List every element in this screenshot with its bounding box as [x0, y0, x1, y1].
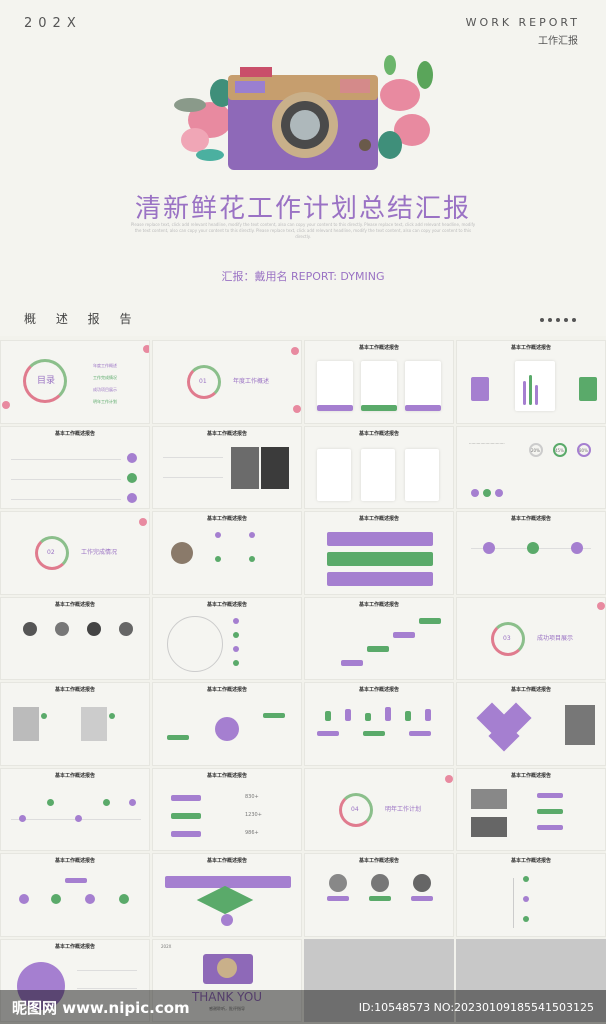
- pagination-dots: [540, 318, 576, 322]
- number-stat: 830+: [245, 793, 259, 800]
- slide-title: 基本工作概述报告: [206, 858, 247, 864]
- slide-thumbnail-grid: 目录 年度工作概述 工作完成情况 成功项目展示 明年工作计划 01 年度工作概述…: [0, 340, 606, 1022]
- slide-title: 基本工作概述报告: [206, 601, 247, 608]
- slide-four-points[interactable]: 基本工作概述报告: [0, 853, 150, 937]
- empty-slot: [456, 938, 606, 1022]
- slide-title: 基本工作概述报告: [510, 772, 551, 779]
- thanks-title: THANK YOU: [191, 989, 263, 1004]
- empty-slot: [304, 938, 454, 1022]
- slide-bar-chart[interactable]: 基本工作概述报告: [456, 340, 606, 424]
- slide-title: 基本工作概述报告: [54, 943, 95, 950]
- slide-title: 基本工作概述报告: [358, 430, 399, 437]
- watermark-id: ID:10548573 NO:20230109185541503125: [358, 1000, 594, 1014]
- slide-title: 基本工作概述报告: [510, 345, 551, 351]
- slide-title: 基本工作概述报告: [358, 345, 399, 351]
- slide-center-circle[interactable]: 基本工作概述报告: [152, 682, 302, 766]
- number-stat: 1230+: [245, 811, 262, 818]
- watermark-bar: 昵图网 www.nipic.com ID:10548573 NO:2023010…: [0, 990, 606, 1024]
- slide-profile[interactable]: 基本工作概述报告: [0, 938, 150, 1022]
- work-report-cn-label: 工作汇报: [538, 36, 578, 47]
- slide-overview-cards[interactable]: 基本工作概述报告: [304, 340, 454, 424]
- section-number: 02: [47, 549, 55, 556]
- percent-value: 20%: [531, 447, 540, 453]
- cover-subtitle: Please replace text, click add relevant …: [130, 222, 476, 239]
- slide-diamond-banner[interactable]: 基本工作概述报告: [152, 853, 302, 937]
- percent-value: 80%: [579, 447, 588, 453]
- slide-section-01[interactable]: 01 年度工作概述: [152, 340, 302, 424]
- slide-title: 基本工作概述报告: [510, 516, 551, 522]
- slide-dot-timeline[interactable]: 基本工作概述报告: [0, 767, 150, 851]
- cover-title: 清新鲜花工作计划总结汇报: [134, 194, 471, 224]
- cover-slide: 202X WORK REPORT 工作汇报 清新鲜花工作计划总结汇报 Pleas…: [0, 0, 606, 336]
- slide-percent-circles[interactable]: ···························· 20% 45% 80%: [456, 425, 606, 509]
- slide-mini-bars[interactable]: 基本工作概述报告: [304, 682, 454, 766]
- slide-title: 基本工作概述报告: [206, 430, 247, 437]
- slide-title: 基本工作概述报告: [206, 772, 247, 779]
- section-number: 01: [199, 378, 207, 385]
- section-label: 工作完成情况: [81, 549, 118, 556]
- watermark-logo: 昵图网 www.nipic.com: [12, 998, 190, 1017]
- thanks-sub: 感谢聆听，批评指导: [209, 1005, 245, 1011]
- slide-three-bars[interactable]: 基本工作概述报告: [304, 511, 454, 595]
- slide-section-04[interactable]: 04 明年工作计划: [304, 767, 454, 851]
- slide-toc[interactable]: 目录 年度工作概述 工作完成情况 成功项目展示 明年工作计划: [0, 340, 150, 424]
- cover-year: 202X: [24, 16, 82, 31]
- slide-thanks[interactable]: 202X THANK YOU 感谢聆听，批评指导: [152, 938, 302, 1022]
- slide-timeline-list[interactable]: 基本工作概述报告: [0, 425, 150, 509]
- cover-reporter: 汇报：戴用名 REPORT: DYMING: [221, 270, 385, 283]
- toc-item: 明年工作计划: [93, 399, 117, 404]
- section-number: 04: [351, 805, 359, 813]
- slide-title: 基本工作概述报告: [54, 601, 95, 608]
- overview-label: 概 述 报 告: [24, 312, 140, 326]
- slide-three-avatars[interactable]: 基本工作概述报告: [304, 853, 454, 937]
- slide-avatar-points[interactable]: 基本工作概述报告: [152, 511, 302, 595]
- section-label: 明年工作计划: [385, 805, 422, 813]
- slide-tree[interactable]: 基本工作概述报告: [456, 853, 606, 937]
- slide-title: 基本工作概述报告: [206, 516, 247, 522]
- number-stat: 986+: [245, 829, 259, 836]
- slide-section-03[interactable]: 03 成功项目展示: [456, 596, 606, 680]
- slide-staircase[interactable]: 基本工作概述报告: [304, 596, 454, 680]
- slide-three-cards[interactable]: 基本工作概述报告: [304, 425, 454, 509]
- slide-title: 基本工作概述报告: [358, 516, 399, 522]
- slide-photo-row[interactable]: 基本工作概述报告: [0, 596, 150, 680]
- toc-title: 目录: [37, 376, 56, 386]
- toc-item: 工作完成情况: [93, 375, 117, 380]
- slide-title: 基本工作概述报告: [510, 858, 551, 864]
- slide-photo-bars[interactable]: 基本工作概述报告: [456, 767, 606, 851]
- slide-title: 基本工作概述报告: [358, 601, 399, 608]
- percent-value: 45%: [555, 447, 564, 453]
- slide-arc-list[interactable]: 基本工作概述报告: [152, 596, 302, 680]
- slide-image-text[interactable]: 基本工作概述报告: [152, 425, 302, 509]
- slide-title: 基本工作概述报告: [510, 687, 551, 693]
- slide-title: 基本工作概述报告: [54, 858, 95, 864]
- camera-illustration: [150, 45, 450, 175]
- slide-title: 基本工作概述报告: [358, 687, 399, 693]
- work-report-label: WORK REPORT: [465, 16, 580, 29]
- slide-section-02[interactable]: 02 工作完成情况: [0, 511, 150, 595]
- slide-title: 基本工作概述报告: [358, 858, 399, 864]
- slide-title: 基本工作概述报告: [54, 772, 95, 779]
- slide-image-captions[interactable]: 基本工作概述报告: [0, 682, 150, 766]
- section-label: 成功项目展示: [537, 634, 574, 642]
- toc-item: 成功项目展示: [93, 387, 117, 392]
- slide-numbers[interactable]: 基本工作概述报告 830+ 1230+ 986+: [152, 767, 302, 851]
- section-number: 03: [503, 634, 511, 642]
- slide-three-points[interactable]: 基本工作概述报告: [456, 511, 606, 595]
- toc-item: 年度工作概述: [93, 363, 117, 368]
- slide-title: 基本工作概述报告: [54, 430, 95, 437]
- slide-diamond-grid[interactable]: 基本工作概述报告: [456, 682, 606, 766]
- slide-title: 基本工作概述报告: [206, 687, 247, 693]
- slide-title: 基本工作概述报告: [54, 687, 95, 693]
- section-label: 年度工作概述: [233, 378, 270, 385]
